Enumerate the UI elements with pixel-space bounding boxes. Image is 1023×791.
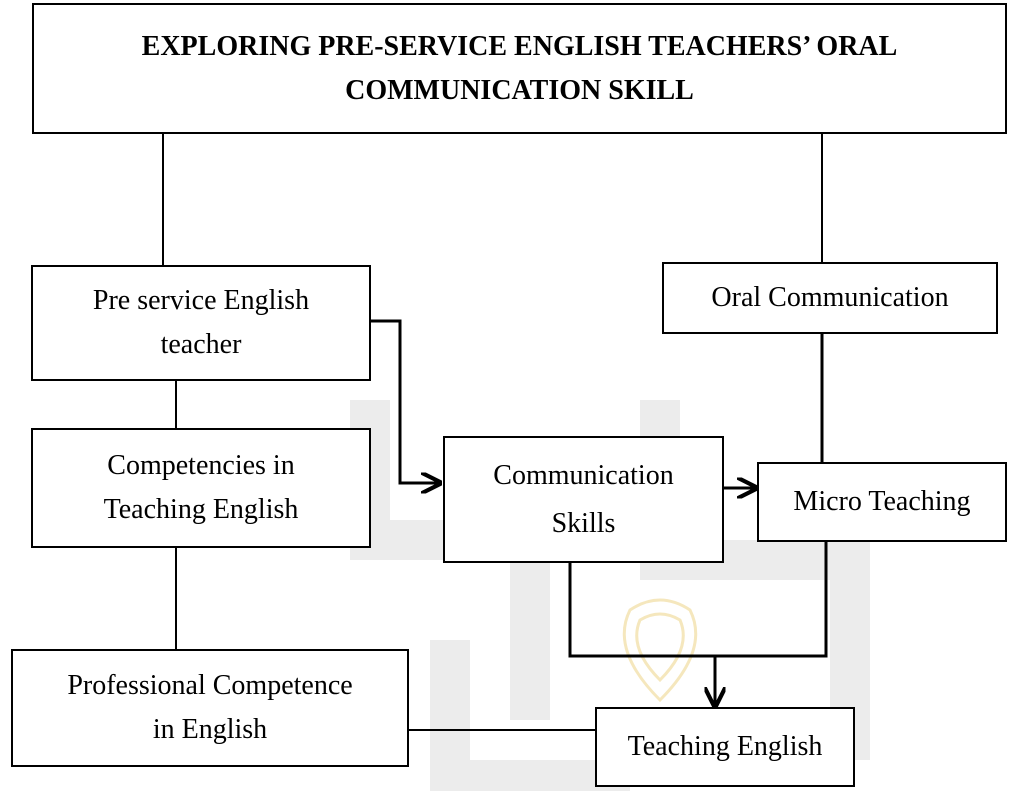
title-box: EXPLORING PRE-SERVICE ENGLISH TEACHERS’ … (32, 3, 1007, 134)
node-label: Competencies in (107, 450, 295, 481)
node-communication-skills: Communication Skills (443, 436, 724, 563)
node-competencies: Competencies in Teaching English (31, 428, 371, 548)
title-line-2: COMMUNICATION SKILL (345, 74, 694, 106)
node-label: Oral Communication (711, 282, 949, 313)
arrow-preservice-communication (370, 319, 440, 483)
node-oral-communication: Oral Communication (662, 262, 998, 334)
node-micro-teaching: Micro Teaching (757, 462, 1007, 542)
node-label: Professional Competence (67, 670, 353, 701)
node-label: Communication (493, 459, 674, 491)
node-label: Skills (551, 507, 616, 539)
node-teaching-english: Teaching English (595, 707, 855, 787)
node-pre-service-teacher: Pre service English teacher (31, 265, 371, 381)
node-label: Teaching English (103, 494, 299, 525)
connector-micro-join (715, 540, 828, 658)
node-label: in English (152, 714, 268, 745)
node-label: Micro Teaching (793, 486, 971, 517)
node-professional-competence: Professional Competence in English (11, 649, 409, 767)
title-line-1: EXPLORING PRE-SERVICE ENGLISH TEACHERS’ … (141, 30, 898, 62)
node-label: teacher (160, 329, 242, 360)
node-label: Teaching English (627, 731, 823, 762)
node-label: Pre service English (92, 285, 310, 316)
connector-communication-join (568, 562, 715, 658)
